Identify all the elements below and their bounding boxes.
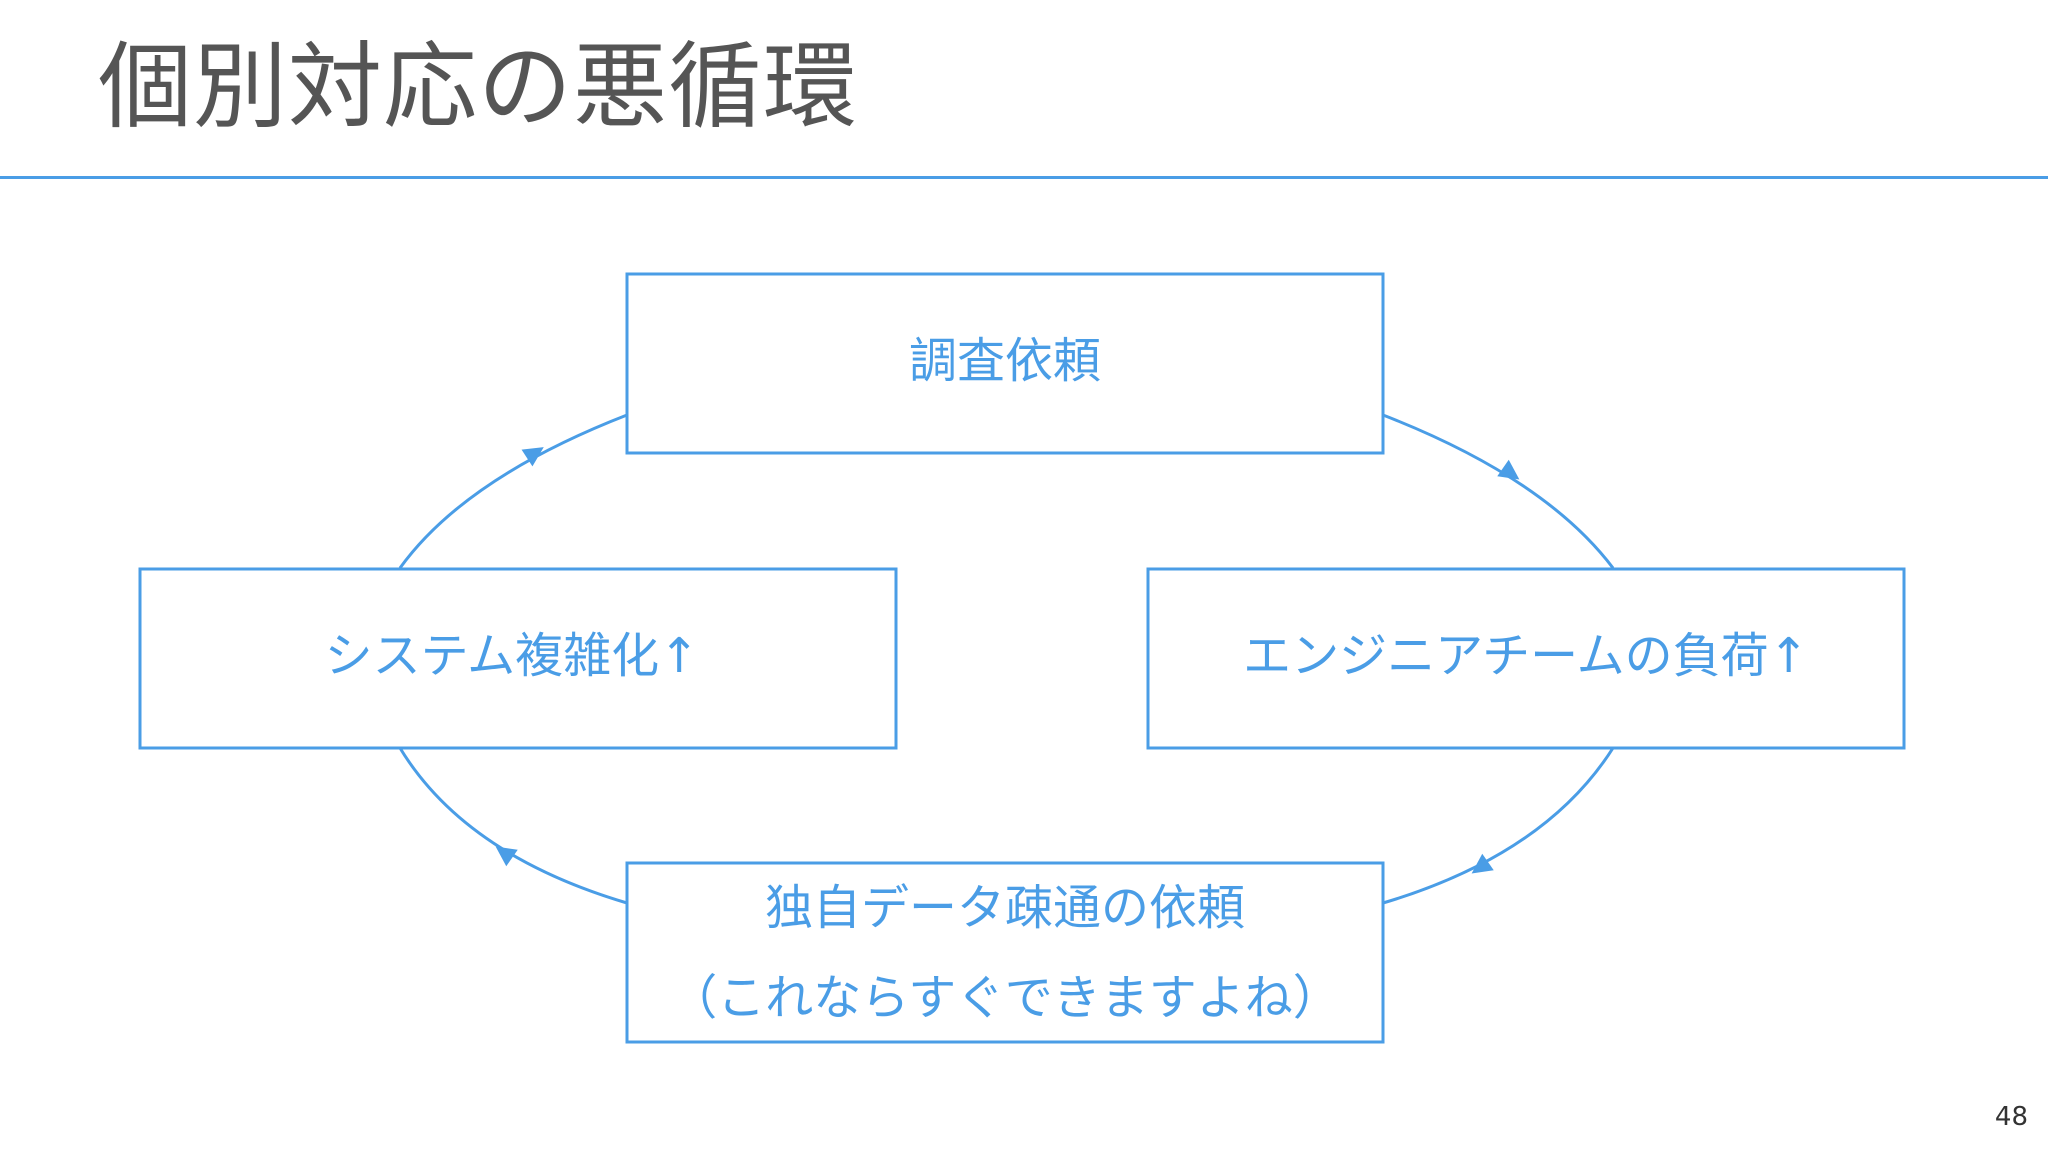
node-top-label: 調査依頼 (909, 333, 1101, 389)
node-left-label: システム複雑化↑ (325, 628, 700, 684)
connector-right-to-bottom (1382, 747, 1615, 905)
connector-bottom-to-left (398, 747, 628, 905)
arrowhead-right-bottom (1471, 853, 1494, 874)
title-divider (0, 176, 2048, 179)
node-bottom-label-line1: 独自データ疎通の依頼 (765, 880, 1245, 936)
page-number: 48 (1994, 1102, 2028, 1132)
arrowhead-top-right (1497, 459, 1520, 480)
arrowhead-left-top (521, 447, 544, 467)
node-bottom-label-line2: （これならすぐできますよね） (669, 970, 1341, 1026)
node-bottom-box (625, 861, 1385, 1044)
connector-top-to-right (1382, 413, 1615, 569)
slide-title: 個別対応の悪循環 (98, 33, 859, 142)
arrowhead-bottom-left (495, 846, 518, 867)
node-left-box (138, 567, 898, 750)
node-right-box (1146, 567, 1906, 750)
connector-left-to-top (398, 413, 628, 569)
node-top-box (625, 272, 1385, 455)
node-right-label: エンジニアチームの負荷↑ (1243, 628, 1809, 684)
